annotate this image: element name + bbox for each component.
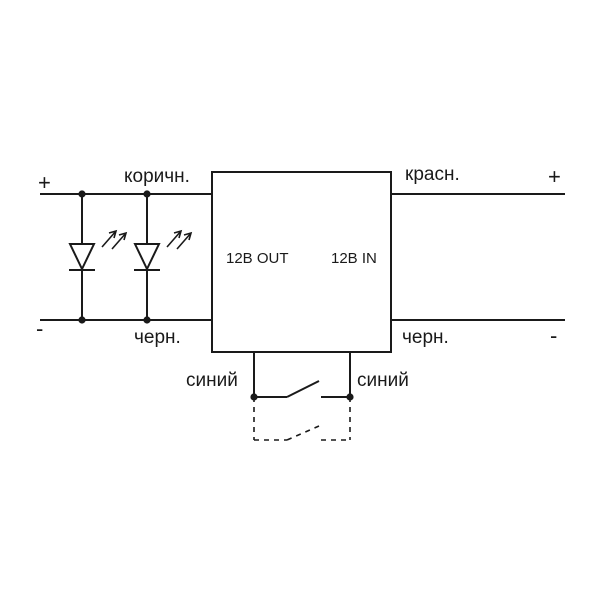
light-arrows-icon xyxy=(101,229,128,250)
led-1 xyxy=(68,190,128,324)
black-wire-right-label: черн. xyxy=(402,327,449,348)
brown-wire-label: коричн. xyxy=(124,166,190,187)
module-box xyxy=(211,171,392,353)
left-minus-label: - xyxy=(36,316,43,341)
light-arrows-icon xyxy=(166,229,193,250)
led-2 xyxy=(133,190,193,324)
input-label: 12В IN xyxy=(331,250,377,267)
black-wire-left-label: черн. xyxy=(134,327,181,348)
red-wire-label: красн. xyxy=(405,164,460,185)
right-plus-label: + xyxy=(548,164,561,189)
left-plus-label: + xyxy=(38,170,51,195)
right-minus-label: - xyxy=(550,323,557,348)
blue-wire-right-label: синий xyxy=(357,370,409,391)
output-label: 12В OUT xyxy=(226,250,289,267)
blue-wire-left-label: синий xyxy=(186,370,238,391)
switch xyxy=(250,352,354,441)
